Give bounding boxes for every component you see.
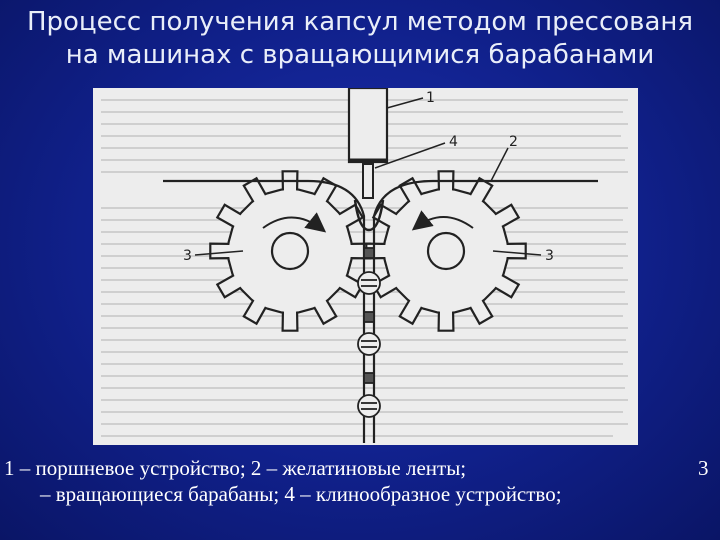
label-2: 2 [509,134,518,150]
right-drum [365,170,527,332]
label-3-right: 3 [545,248,554,264]
leader-lines [194,97,542,256]
title-line-1: Процесс получения капсул методом прессов… [26,7,694,37]
caption-line-1: 1 – поршневое устройство; 2 – желатиновы… [4,456,467,480]
left-drum [209,170,371,332]
slide-title: Процесс получения капсул методом прессов… [0,6,720,72]
right-rotation-arrow [411,210,474,231]
label-4: 4 [449,134,458,150]
piston-device [347,88,389,232]
caption-line-2: – вращающиеся барабаны; 4 – клинообразно… [40,482,562,506]
caption-line-1-tail: 3 [698,456,709,480]
scanned-figure: 1 4 2 3 3 [93,88,638,445]
label-1: 1 [426,90,435,106]
capsule-stream [357,247,381,418]
capsule-press-diagram: 1 4 2 3 3 [101,88,628,443]
left-rotation-arrow [262,212,327,233]
label-3-left: 3 [183,248,192,264]
gelatin-ribbons [163,179,598,443]
title-line-2: на машинах с вращающимися барабанами [65,40,655,70]
